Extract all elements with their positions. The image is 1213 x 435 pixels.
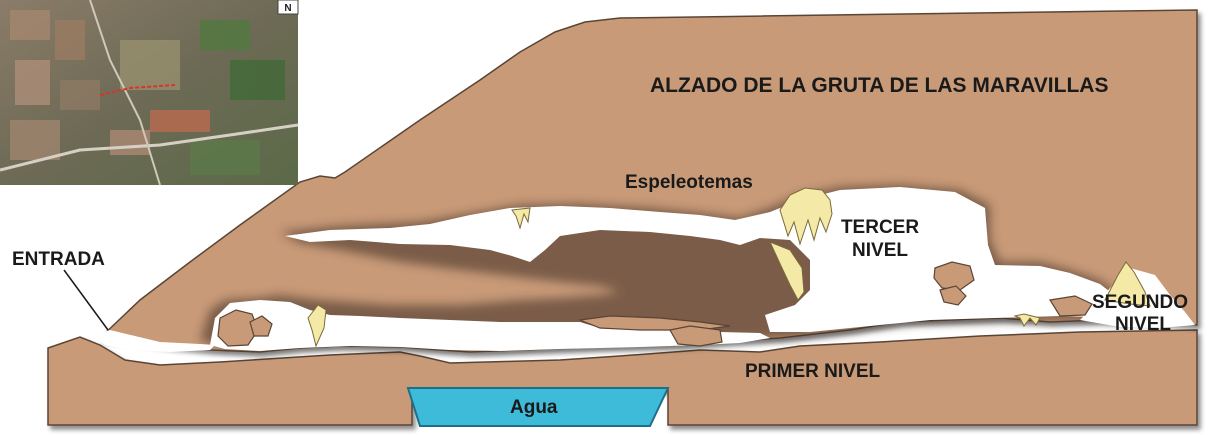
second-level-label-line1: SEGUNDO <box>1092 292 1188 313</box>
satellite-inset: N <box>0 0 298 185</box>
water-label: Agua <box>510 397 558 418</box>
diagram-title: ALZADO DE LA GRUTA DE LAS MARAVILLAS <box>650 74 1108 97</box>
first-level-label: PRIMER NIVEL <box>745 361 881 382</box>
speleothems-label: Espeleotemas <box>625 172 753 193</box>
entrance-pointer-line <box>64 270 108 330</box>
third-level-label-line2: NIVEL <box>852 240 908 261</box>
compass-north-icon: N <box>284 3 291 14</box>
water-pool: Agua <box>408 388 668 426</box>
entrance-label: ENTRADA <box>12 249 105 270</box>
second-level-label-line2: NIVEL <box>1115 314 1171 335</box>
third-level-label-line1: TERCER <box>841 217 919 238</box>
